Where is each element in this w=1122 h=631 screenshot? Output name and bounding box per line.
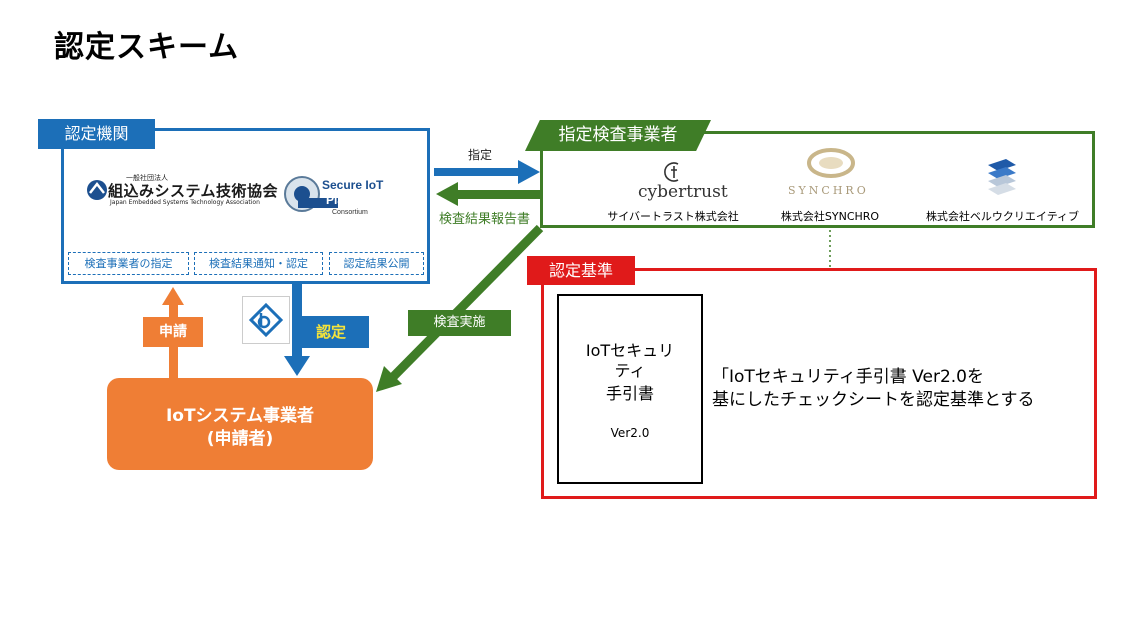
synchro-logo-text: SYNCHRO xyxy=(788,184,869,197)
standard-description-line2: 基にしたチェックシートを認定基準とする xyxy=(712,390,1035,410)
role-designate-inspector: 検査事業者の指定 xyxy=(68,252,189,275)
report-arrow xyxy=(436,182,540,206)
applicant-role: (申請者) xyxy=(206,429,274,449)
role-result-notification: 検査結果通知・認定 xyxy=(194,252,323,275)
designate-label: 指定 xyxy=(468,148,493,162)
jasa-english-name: Japan Embedded Systems Technology Associ… xyxy=(110,199,260,206)
jasa-logo-icon xyxy=(87,180,107,200)
report-label: 検査結果報告書 xyxy=(439,212,531,227)
guidebook-title-line1: IoTセキュリ xyxy=(585,341,675,360)
certification-mark-icon xyxy=(248,302,284,338)
standard-description-line1: 「IoTセキュリティ手引書 Ver2.0を xyxy=(712,367,984,387)
inspectors-label: 指定検査事業者 xyxy=(525,120,711,151)
page-title: 認定スキーム xyxy=(54,30,240,65)
svg-text:Platform: Platform xyxy=(326,193,375,207)
bellwook-logo-icon xyxy=(988,159,1016,195)
company-bellwook: 株式会社ベルウクリエイティブ xyxy=(925,210,1080,223)
role-result-publication: 認定結果公開 xyxy=(329,252,424,275)
inspect-label: 検査実施 xyxy=(408,310,511,336)
jasa-name: 組込みシステム技術協会 xyxy=(108,182,279,200)
certification-body-label: 認定機関 xyxy=(38,119,155,149)
certify-label: 認定 xyxy=(293,316,369,348)
jasa-small-text: 一般社団法人 xyxy=(126,174,168,182)
cybertrust-logo-icon xyxy=(664,162,679,182)
apply-label: 申請 xyxy=(143,317,203,347)
applicant-box xyxy=(107,378,373,470)
synchro-logo-icon xyxy=(807,148,855,178)
certification-mark xyxy=(242,296,290,344)
company-synchro: 株式会社SYNCHRO xyxy=(780,210,880,223)
guidebook-title-line3: 手引書 xyxy=(605,384,654,403)
standard-label: 認定基準 xyxy=(527,256,635,285)
designate-arrow xyxy=(434,160,540,184)
inspect-arrow xyxy=(376,224,544,392)
standard-box xyxy=(541,268,1097,499)
inspectors-box xyxy=(540,131,1095,228)
company-cybertrust: サイバートラスト株式会社 xyxy=(607,210,739,223)
guidebook-cover xyxy=(557,294,703,484)
svg-text:Secure IoT: Secure IoT xyxy=(322,178,384,192)
guidebook-title-line2: ティ xyxy=(614,361,646,380)
guidebook-version: Ver2.0 xyxy=(610,426,650,440)
cybertrust-logo-text: cybertrust xyxy=(638,182,728,202)
applicant-name: IoTシステム事業者 xyxy=(165,406,315,426)
certification-body-box xyxy=(61,128,430,284)
secure-iot-platform-logo: Secure IoT Platform Consortium xyxy=(284,176,384,216)
svg-text:Consortium: Consortium xyxy=(332,209,368,216)
